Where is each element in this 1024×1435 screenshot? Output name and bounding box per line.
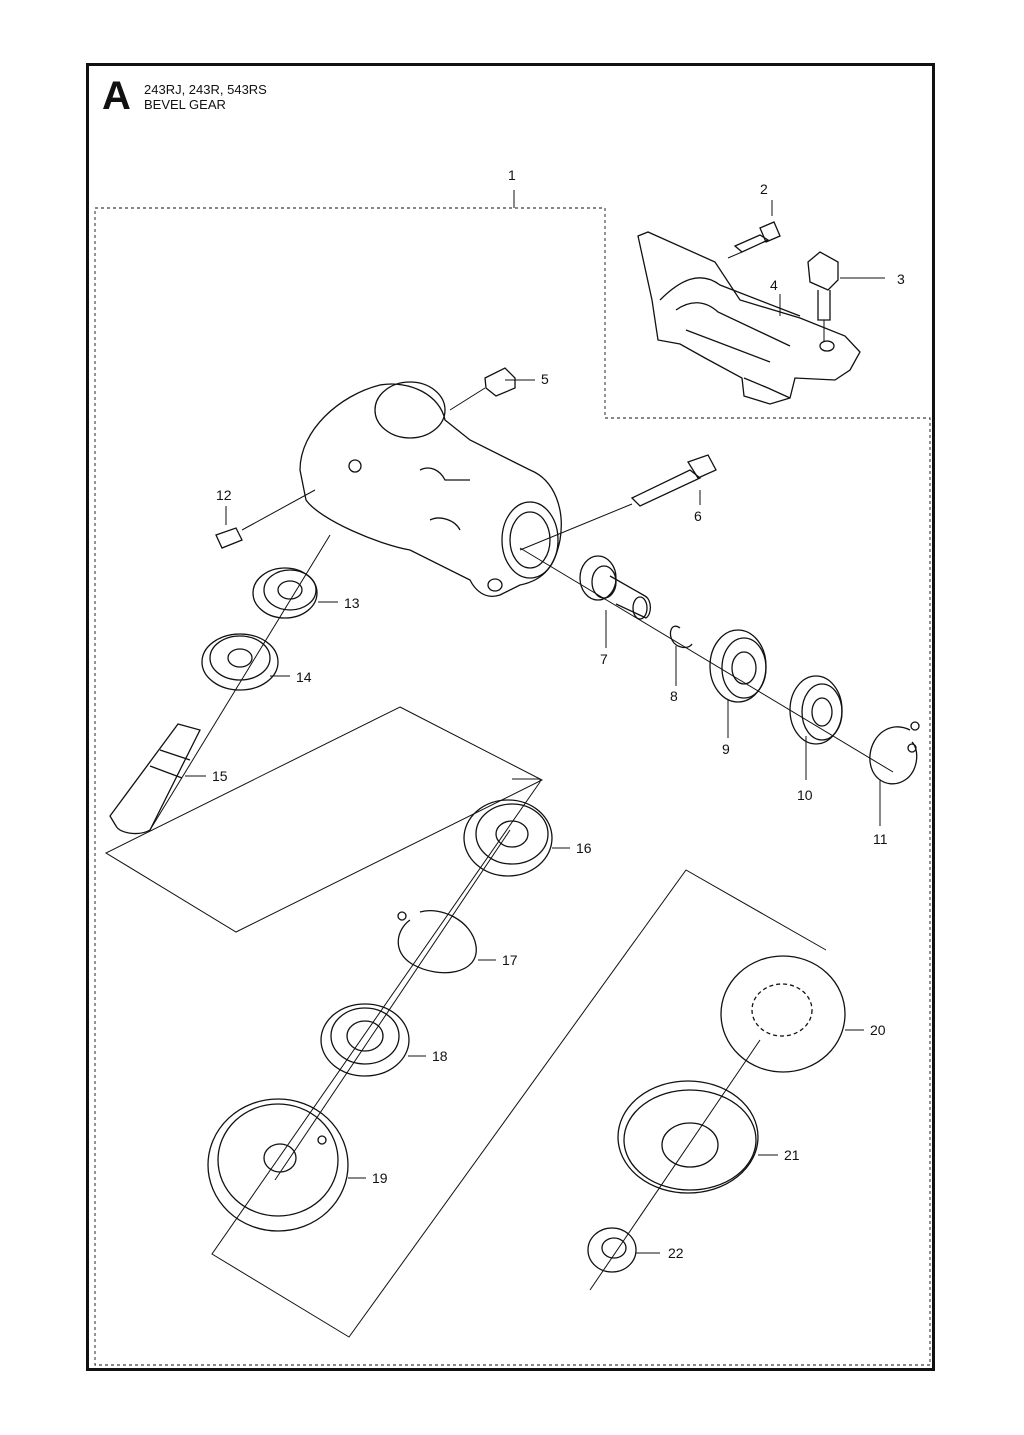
- bearing-part-10: [789, 675, 843, 745]
- callout-14: 14: [296, 669, 312, 685]
- callout-7: 7: [600, 651, 608, 667]
- callout-1: 1: [508, 167, 516, 183]
- callout-9: 9: [722, 741, 730, 757]
- diagram-title: BEVEL GEAR: [144, 97, 226, 112]
- callout-labels: 1 2 3 4 5 6 7 8 9 10 11 12 13 14 15 16 1…: [212, 167, 905, 1261]
- callout-4: 4: [770, 277, 778, 293]
- callout-18: 18: [432, 1048, 448, 1064]
- callout-20: 20: [870, 1022, 886, 1038]
- gear-housing-part: [299, 381, 562, 597]
- support-cup-part-21: [617, 1080, 759, 1194]
- seal-part-18: [320, 1003, 410, 1077]
- callout-15: 15: [212, 768, 228, 784]
- retaining-ring-part: [869, 721, 920, 785]
- callout-13: 13: [344, 595, 360, 611]
- bolt-part: [519, 454, 717, 551]
- callout-19: 19: [372, 1170, 388, 1186]
- guard-plate-part: [637, 231, 861, 405]
- callout-5: 5: [541, 371, 549, 387]
- circlip-part: [669, 625, 693, 649]
- page-frame: [86, 63, 935, 1371]
- gear-part-14: [201, 633, 279, 691]
- shaft-part: [579, 555, 652, 620]
- shaft-part-15: [109, 723, 201, 835]
- callout-17: 17: [502, 952, 518, 968]
- bearing-part-13: [252, 567, 318, 619]
- assembly-1-boundary: [94, 207, 931, 1366]
- bearing-part-16: [463, 799, 553, 877]
- callout-22: 22: [668, 1245, 684, 1261]
- callout-3: 3: [897, 271, 905, 287]
- leader-lines: [185, 200, 885, 1254]
- group-outline-upper: [104, 706, 544, 933]
- washer-part-20: [720, 955, 846, 1073]
- nut-part-22: [587, 1227, 637, 1273]
- callout-21: 21: [784, 1147, 800, 1163]
- callout-11: 11: [873, 831, 888, 847]
- callout-8: 8: [670, 688, 678, 704]
- callout-6: 6: [694, 508, 702, 524]
- callout-12: 12: [216, 487, 232, 503]
- group-outline-lower: [211, 778, 827, 1338]
- cover-part-19: [207, 1098, 349, 1232]
- plug-part: [449, 367, 516, 411]
- bearing-part-9: [709, 629, 767, 703]
- model-list: 243RJ, 243R, 543RS: [144, 82, 267, 97]
- section-letter: A: [102, 74, 131, 118]
- pin-part: [807, 251, 839, 342]
- callout-10: 10: [797, 787, 813, 803]
- screw-part: [727, 221, 781, 259]
- ring-part-17: [397, 910, 477, 974]
- callout-16: 16: [576, 840, 592, 856]
- small-screw-part: [215, 489, 316, 549]
- callout-2: 2: [760, 181, 768, 197]
